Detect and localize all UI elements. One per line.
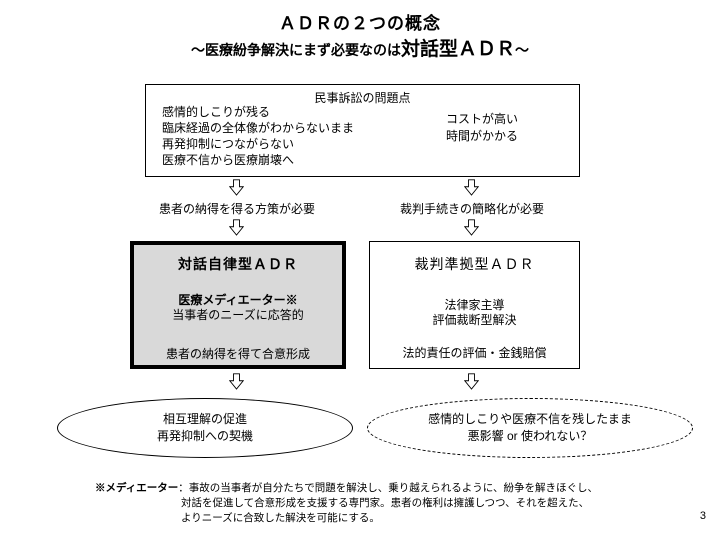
dialog-adr-line: 医療メディエーター※ bbox=[178, 293, 298, 307]
problems-right-list: コストが高い 時間がかかる bbox=[446, 111, 518, 145]
footnote-term: ※メディエーター bbox=[95, 482, 179, 494]
outcome-right-ellipse: 感情的しこりや医療不信を残したまま 悪影響 or 使われない？ bbox=[367, 398, 693, 458]
footnote-line: 対話を促進して合意形成を支援する専門家。患者の権利は擁護しつつ、それを超えた、 bbox=[181, 497, 590, 509]
problems-left-list: 感情的しこりが残る 臨床経過の全体像がわからないまま 再発抑制につながらない 医… bbox=[162, 104, 354, 168]
footnote: ※メディエーター：事故の当事者が自分たちで問題を解決し、乗り越えられるように、紛… bbox=[95, 481, 705, 526]
dialog-adr-title: 対話自律型ＡＤＲ bbox=[178, 256, 298, 272]
problem-item: 臨床経過の全体像がわからないまま bbox=[162, 121, 355, 135]
need-label-right: 裁判手続きの簡略化が必要 bbox=[399, 202, 544, 216]
dialog-adr-line: 患者の納得を得て合意形成 bbox=[165, 347, 310, 361]
down-arrow-icon bbox=[463, 219, 480, 236]
problems-box-title: 民事訴訟の問題点 bbox=[314, 91, 411, 105]
subtitle-emphasis: 対話型ＡＤＲ bbox=[400, 39, 515, 60]
slide-subtitle: ～医療紛争解決にまず必要なのは対話型ＡＤＲ～ bbox=[0, 34, 720, 61]
court-adr-title: 裁判準拠型ＡＤＲ bbox=[414, 256, 535, 272]
footnote-line: ※メディエーター：事故の当事者が自分たちで問題を解決し、乗り越えられるように、紛… bbox=[95, 481, 705, 496]
problem-item: 医療不信から医療崩壊へ bbox=[162, 153, 295, 167]
subtitle-prefix: ～医療紛争解決にまず必要なのは bbox=[190, 42, 401, 58]
footnote-text: ：事故の当事者が自分たちで問題を解決し、乗り越えられるように、紛争を解きほぐし、 bbox=[178, 482, 598, 494]
down-arrow-icon bbox=[228, 373, 245, 390]
outcome-left-ellipse: 相互理解の促進 再発抑制への契機 bbox=[57, 398, 353, 458]
civil-litigation-problems-box: 民事訴訟の問題点 感情的しこりが残る 臨床経過の全体像がわからないまま 再発抑制… bbox=[145, 84, 580, 177]
down-arrow-icon bbox=[463, 373, 480, 390]
court-adr-line: 法的責任の評価・金銭賠償 bbox=[402, 346, 547, 360]
slide-title: ＡＤＲの２つの概念 bbox=[279, 14, 441, 33]
footnote-line: よりニーズに合致した解決を可能にする。 bbox=[181, 512, 380, 524]
outcome-right-line: 感情的しこりや医療不信を残したまま bbox=[428, 412, 632, 426]
problem-item: 再発抑制につながらない bbox=[162, 137, 295, 151]
subtitle-suffix: ～ bbox=[515, 42, 529, 58]
outcome-left-line: 再発抑制への契機 bbox=[156, 429, 253, 443]
court-adr-box: 裁判準拠型ＡＤＲ 法律家主導 評価裁断型解決 法的責任の評価・金銭賠償 bbox=[369, 241, 580, 369]
down-arrow-icon bbox=[463, 179, 480, 196]
down-arrow-icon bbox=[228, 219, 245, 236]
dialog-adr-line: 当事者のニーズに応答的 bbox=[172, 308, 304, 322]
court-adr-line: 評価裁断型解決 bbox=[432, 313, 517, 327]
problem-item: 感情的しこりが残る bbox=[162, 105, 271, 119]
outcome-right-line: 悪影響 or 使われない？ bbox=[467, 429, 593, 443]
down-arrow-icon bbox=[228, 179, 245, 196]
outcome-left-line: 相互理解の促進 bbox=[162, 412, 247, 426]
dialog-adr-box: 対話自律型ＡＤＲ 医療メディエーター※ 当事者のニーズに応答的 患者の納得を得て… bbox=[130, 241, 346, 369]
court-adr-line: 法律家主導 bbox=[444, 298, 505, 312]
need-label-left: 患者の納得を得る方策が必要 bbox=[158, 202, 315, 216]
page-number: 3 bbox=[699, 510, 706, 522]
problem-item: 時間がかかる bbox=[446, 129, 519, 143]
problem-item: コストが高い bbox=[446, 112, 519, 126]
